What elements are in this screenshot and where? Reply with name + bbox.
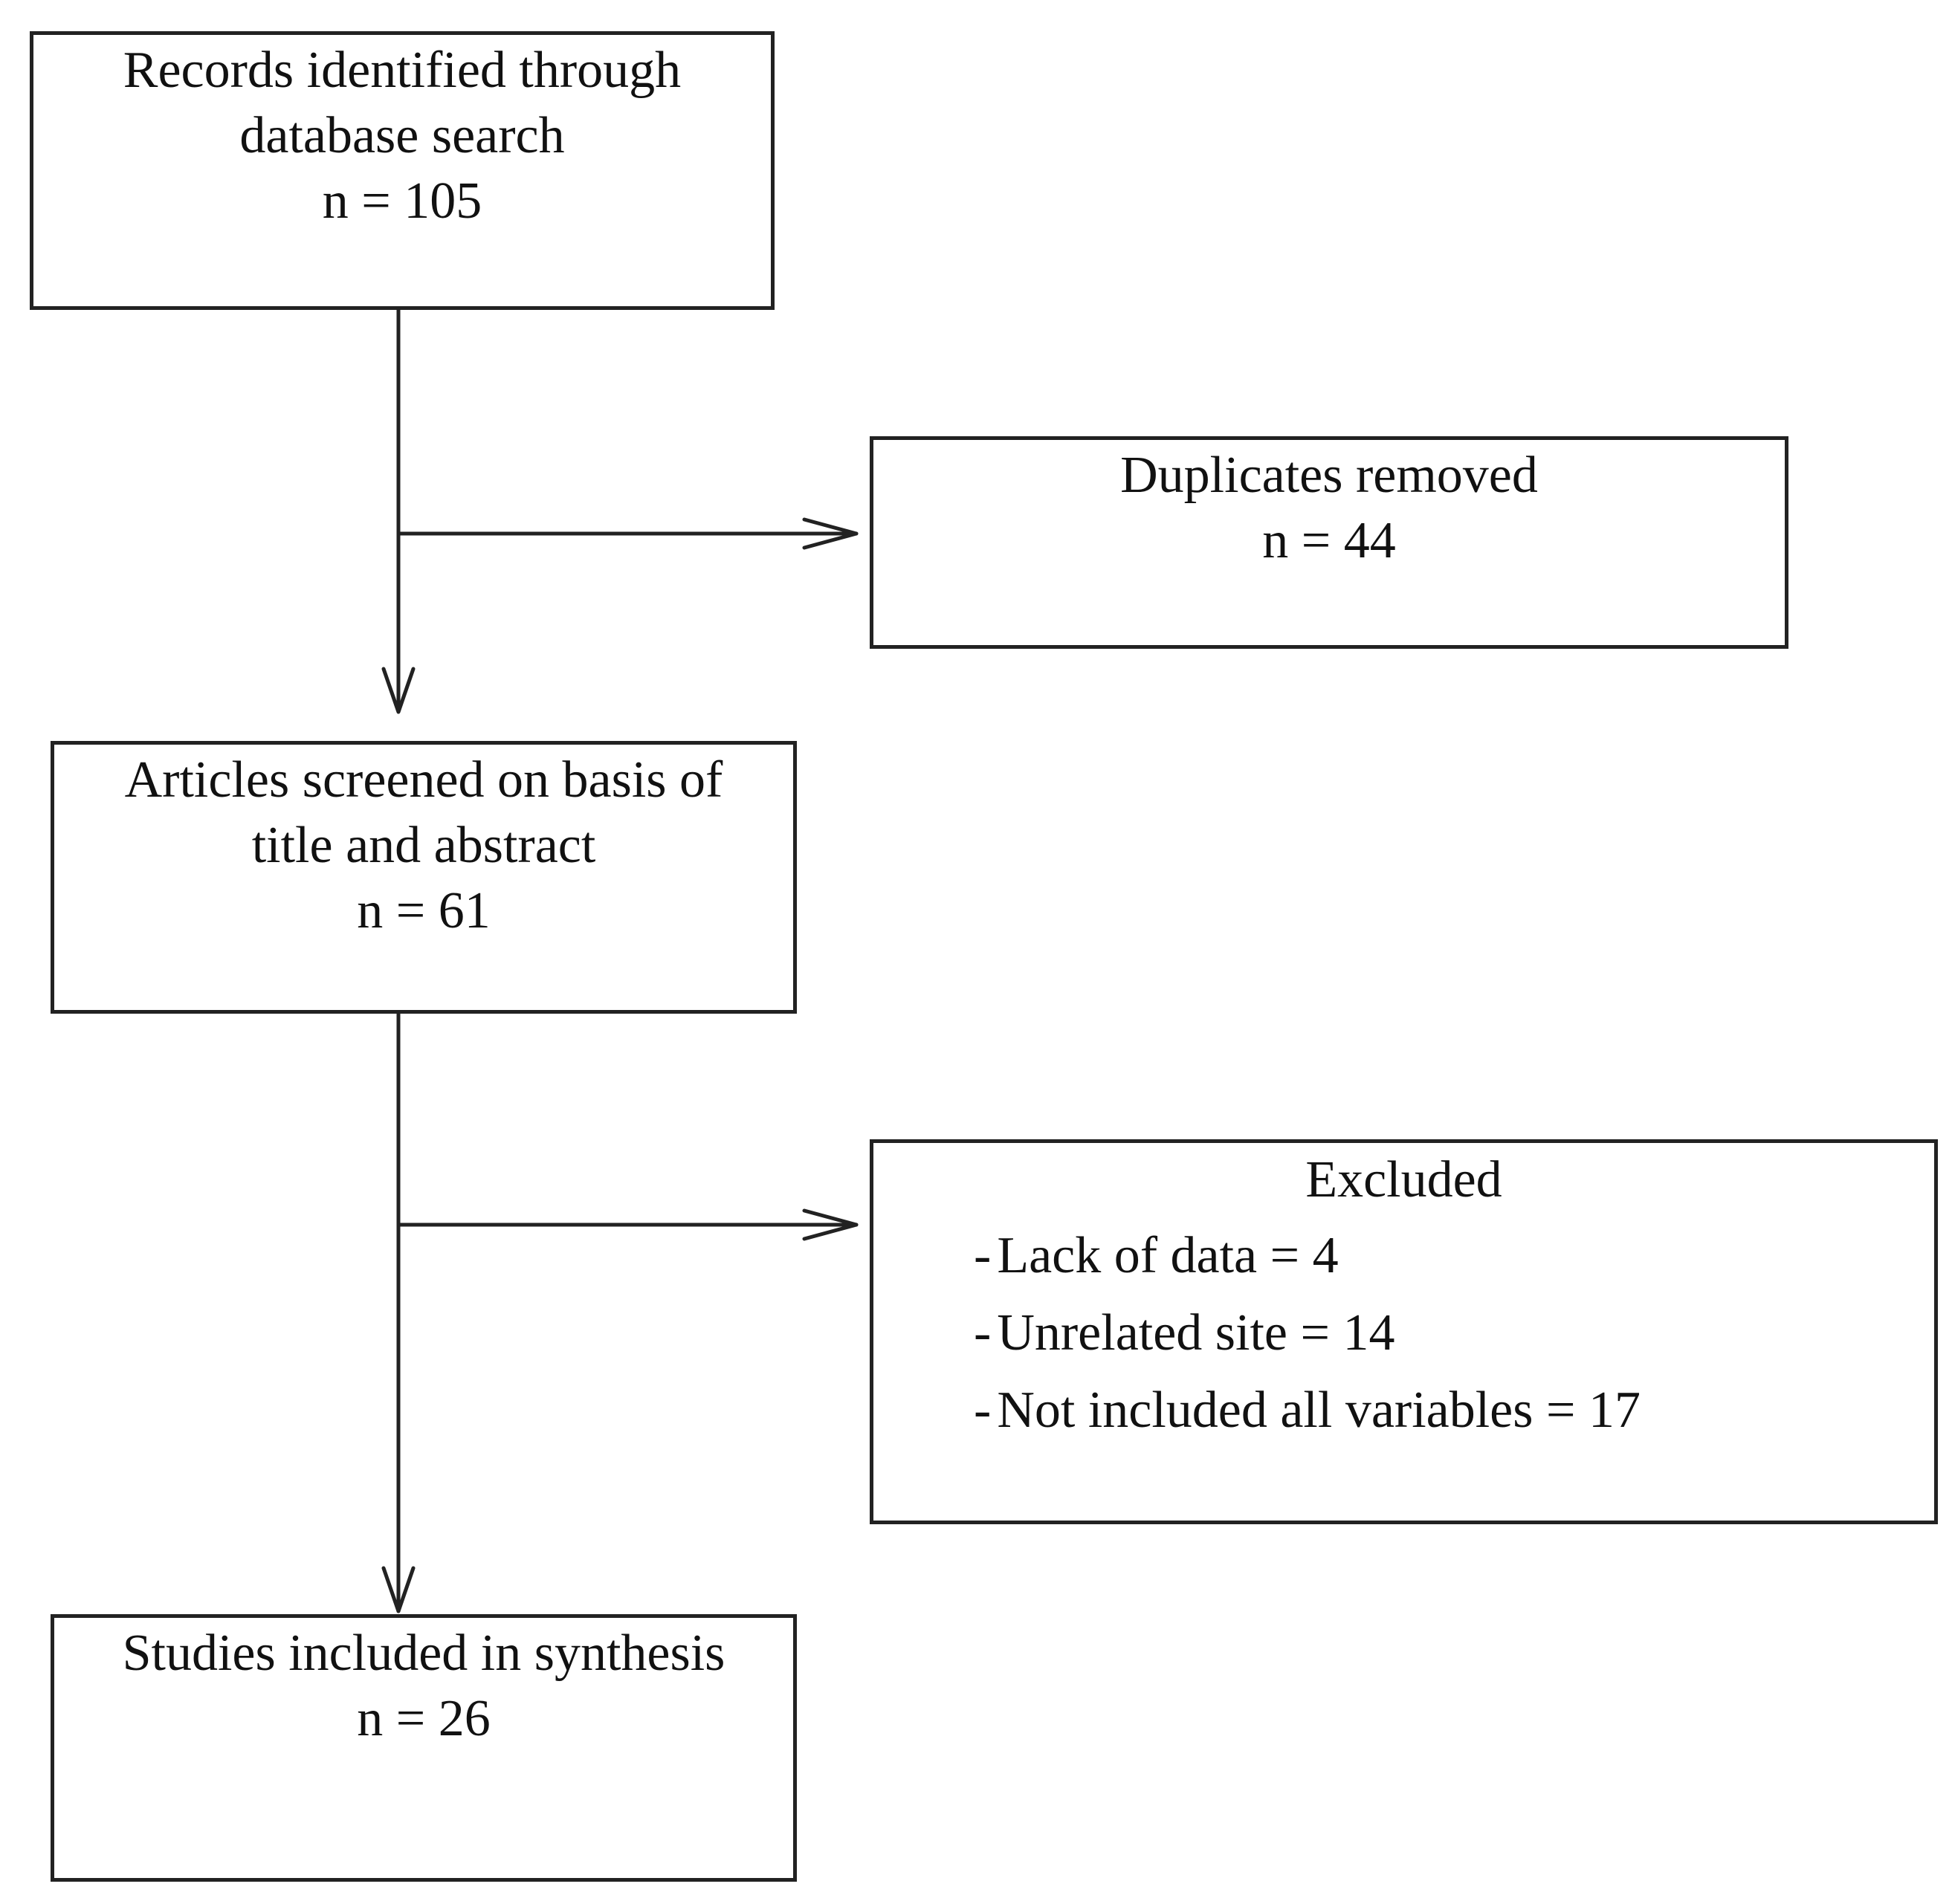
excluded-item-not-included-variables: -Not included all variables = 17 — [873, 1372, 1934, 1449]
excluded-item-text: Not included all variables = 17 — [997, 1382, 1641, 1439]
arrowhead-down-included — [381, 1566, 416, 1613]
records-line-1: Records identified through — [123, 42, 682, 99]
excluded-item-lack-of-data: -Lack of data = 4 — [873, 1217, 1934, 1295]
excluded-item-text: Unrelated site = 14 — [997, 1304, 1395, 1361]
records-identified-box: Records identified through database sear… — [30, 31, 775, 310]
included-label: Studies included in synthesis — [122, 1625, 725, 1682]
studies-included-box: Studies included in synthesis n = 26 — [51, 1614, 797, 1882]
duplicates-count: n = 44 — [1262, 512, 1396, 569]
arrowhead-right-excluded — [802, 1208, 859, 1241]
included-count: n = 26 — [357, 1690, 491, 1747]
bullet-dash: - — [974, 1304, 992, 1361]
excluded-item-unrelated-site: -Unrelated site = 14 — [873, 1295, 1934, 1372]
screened-line-1: Articles screened on basis of — [124, 751, 723, 809]
records-line-2: database search — [239, 107, 565, 164]
duplicates-removed-box: Duplicates removed n = 44 — [870, 436, 1788, 649]
bullet-dash: - — [974, 1382, 992, 1439]
screened-count: n = 61 — [357, 882, 491, 939]
duplicates-label: Duplicates removed — [1120, 447, 1538, 504]
screened-line-2: title and abstract — [251, 817, 596, 874]
excluded-item-text: Lack of data = 4 — [997, 1227, 1339, 1284]
records-count: n = 105 — [322, 172, 482, 230]
excluded-title: Excluded — [1305, 1151, 1502, 1208]
articles-screened-box: Articles screened on basis of title and … — [51, 741, 797, 1014]
excluded-box: Excluded -Lack of data = 4 -Unrelated si… — [870, 1139, 1938, 1524]
arrowhead-down-screened — [381, 667, 416, 714]
bullet-dash: - — [974, 1227, 992, 1284]
arrowhead-right-duplicates — [802, 517, 859, 550]
